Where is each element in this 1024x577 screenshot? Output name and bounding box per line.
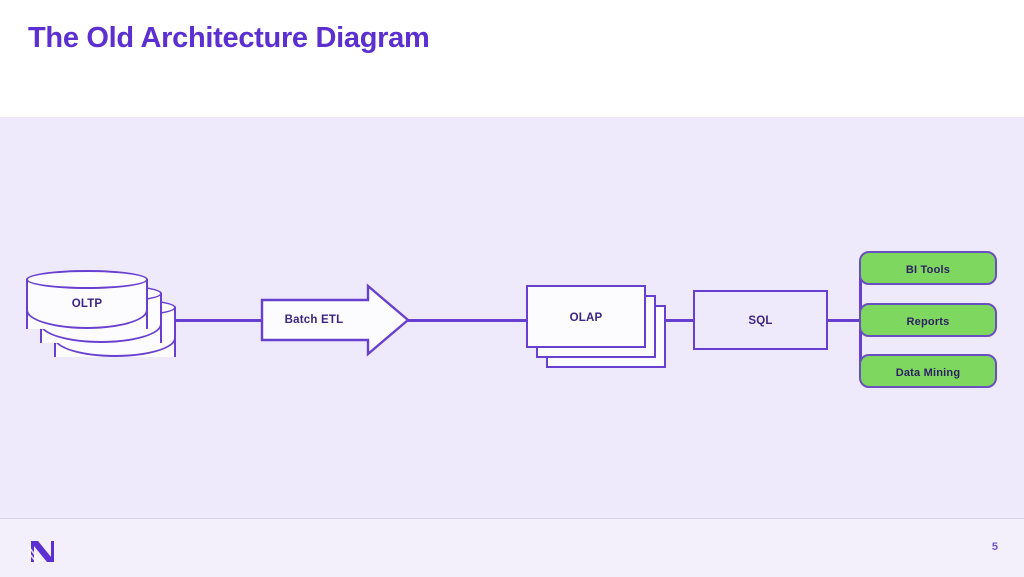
- brand-logo-icon: [28, 538, 56, 564]
- edge-batch-etl-to-olap: [404, 319, 528, 322]
- block-arrow-shape: [260, 283, 410, 357]
- node-data-mining[interactable]: Data Mining: [859, 354, 997, 388]
- page-title: The Old Architecture Diagram: [28, 22, 430, 54]
- cylinder-front-layer: OLTP: [26, 270, 148, 338]
- node-oltp[interactable]: OLTP: [26, 270, 176, 370]
- node-bi-tools-label: BI Tools: [905, 264, 951, 276]
- node-sql[interactable]: SQL: [693, 290, 828, 350]
- edge-sql-to-trunk: [826, 319, 862, 322]
- slide-footer: 5: [0, 518, 1024, 577]
- node-sql-label: SQL: [748, 315, 773, 327]
- node-bi-tools[interactable]: BI Tools: [859, 251, 997, 285]
- node-data-mining-label: Data Mining: [895, 367, 961, 379]
- node-olap-label: OLAP: [569, 312, 603, 324]
- rect-front-layer: OLAP: [526, 285, 646, 348]
- node-batch-etl[interactable]: Batch ETL: [260, 283, 410, 357]
- node-olap[interactable]: OLAP: [526, 285, 666, 370]
- edge-oltp-to-batch-etl: [168, 319, 262, 322]
- diagram-panel: OLTP Batch ETL OLAP SQL BI Tools Rep: [0, 117, 1024, 518]
- edge-olap-to-sql: [660, 319, 695, 322]
- page-number: 5: [991, 541, 998, 553]
- node-reports[interactable]: Reports: [859, 303, 997, 337]
- node-reports-label: Reports: [906, 316, 950, 328]
